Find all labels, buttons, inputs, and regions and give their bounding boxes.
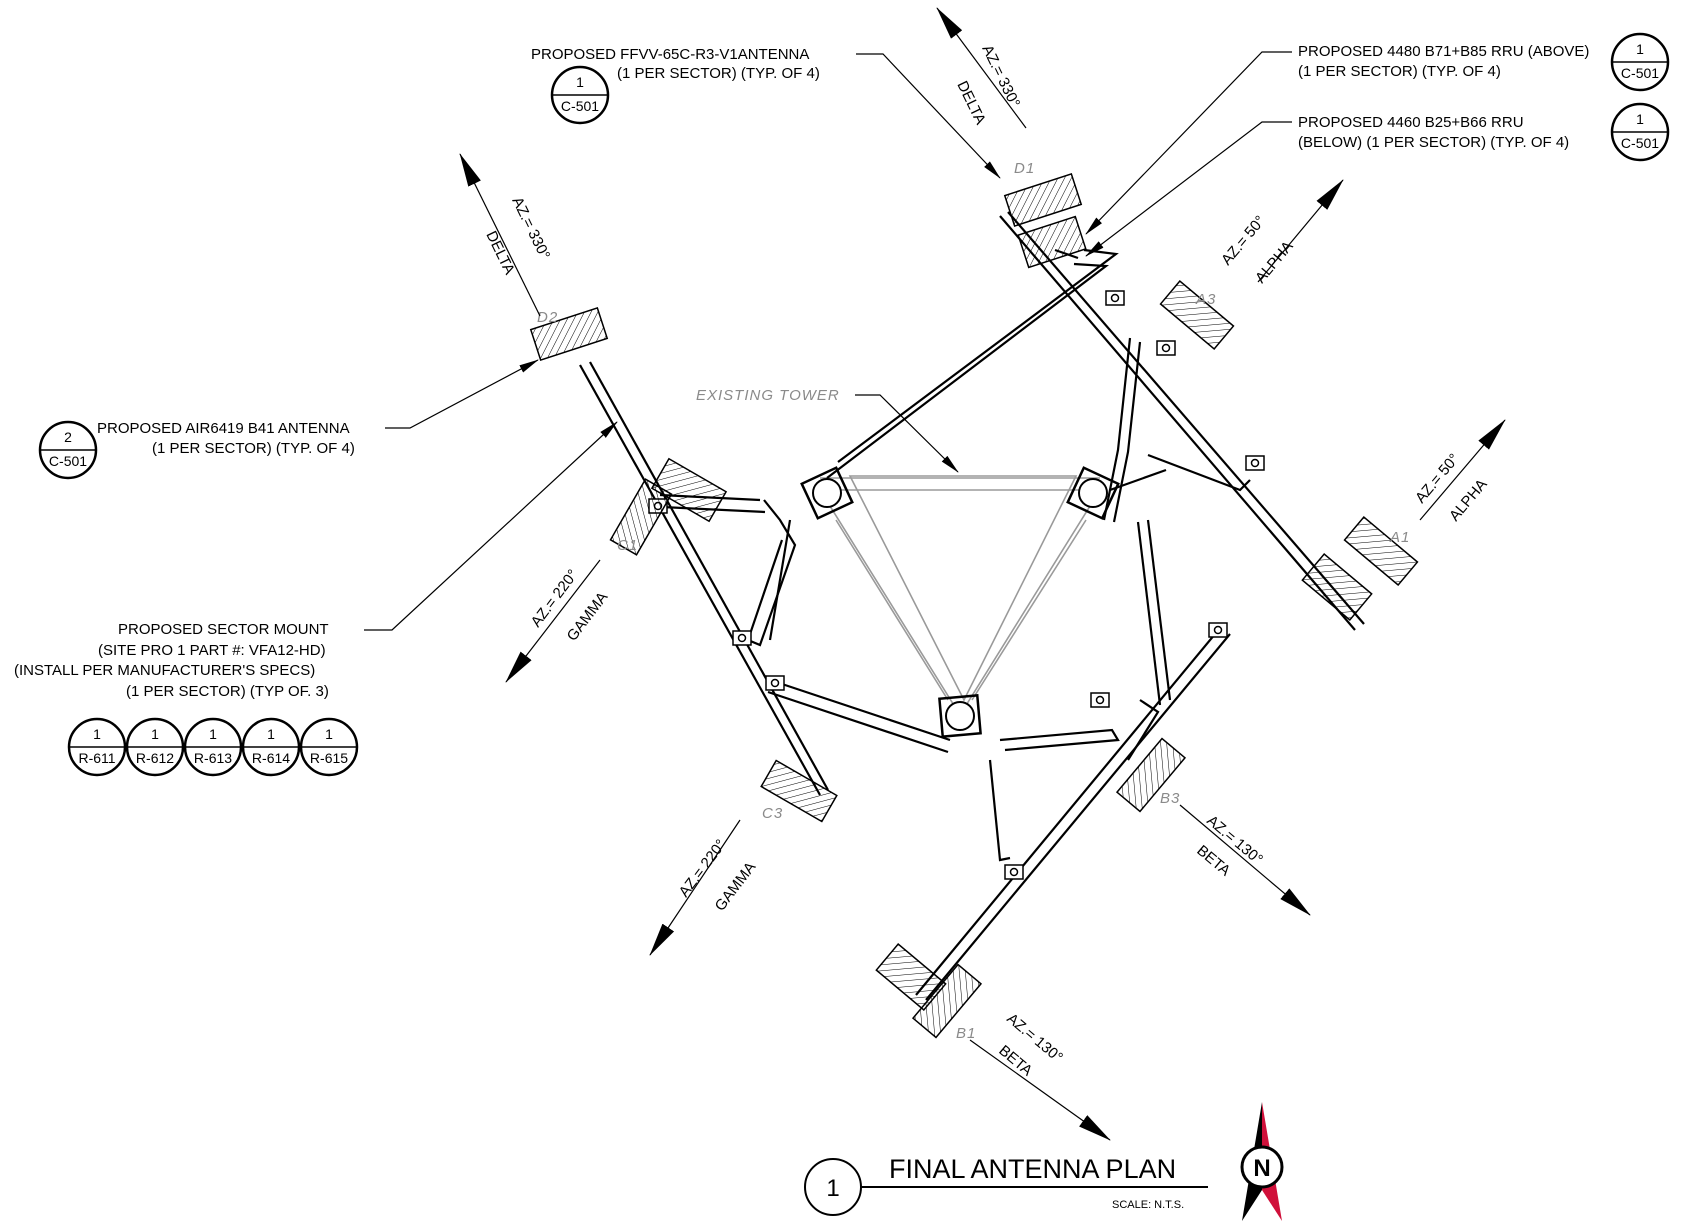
- r614-bottom: R-614: [252, 750, 290, 766]
- callout-air6419: PROPOSED AIR6419 B41 ANTENNA (1 PER SECT…: [38, 359, 539, 480]
- sector-beta-top: BETA: [1193, 842, 1233, 879]
- r615-bottom: R-615: [310, 750, 348, 766]
- callout-rru4460: PROPOSED 4460 B25+B66 RRU (BELOW) (1 PER…: [1085, 102, 1670, 257]
- azimuth-arrows: [459, 7, 1506, 1141]
- r612-bottom: R-612: [136, 750, 174, 766]
- rru4480-line2: (1 PER SECTOR) (TYP. OF 4): [1298, 63, 1501, 80]
- label-b1: B1: [956, 1025, 976, 1042]
- antenna-d2: [529, 307, 609, 361]
- air6419-ref-top: 2: [64, 429, 72, 445]
- r611-bottom: R-611: [78, 750, 115, 766]
- r613-bottom: R-613: [194, 750, 232, 766]
- ref-bubble-rru4460[interactable]: 1 C-501: [1610, 102, 1670, 162]
- label-a3: A3: [1195, 291, 1216, 308]
- air6419-line2: (1 PER SECTOR) (TYP. OF 4): [152, 440, 355, 457]
- sector-delta-left: DELTA: [482, 228, 517, 277]
- mount-line2: (SITE PRO 1 PART #: VFA12-HD): [98, 642, 326, 659]
- sector-gamma-bottom: GAMMA: [712, 859, 760, 914]
- az-delta-left: AZ.= 330°: [508, 194, 553, 262]
- air6419-line1: PROPOSED AIR6419 B41 ANTENNA: [97, 420, 350, 437]
- antenna-c1b: [650, 457, 728, 523]
- ffvv-line2: (1 PER SECTOR) (TYP. OF 4): [617, 65, 820, 82]
- ffvv-ref-bottom: C-501: [561, 98, 599, 114]
- rru4480-ref-bottom: C-501: [1621, 65, 1659, 81]
- callout-mount: PROPOSED SECTOR MOUNT (SITE PRO 1 PART #…: [14, 421, 618, 777]
- antenna-d1: [1003, 173, 1083, 227]
- antenna-a3: [1159, 279, 1235, 351]
- mount-line4: (1 PER SECTOR) (TYP OF. 3): [126, 683, 329, 700]
- mount-line1: PROPOSED SECTOR MOUNT: [118, 621, 329, 638]
- rru4460-line1: PROPOSED 4460 B25+B66 RRU: [1298, 114, 1524, 131]
- sector-alpha-top: ALPHA: [1252, 238, 1297, 287]
- label-a1: A1: [1389, 529, 1410, 546]
- title-block: 1 FINAL ANTENNA PLAN SCALE: N.T.S.: [804, 1154, 1208, 1216]
- ref-bubble-r611[interactable]: 1 R-611: [67, 717, 127, 777]
- callout-tower: EXISTING TOWER: [696, 387, 959, 473]
- rru-a1: [1301, 552, 1373, 622]
- label-d1: D1: [1014, 160, 1035, 177]
- north-label: N: [1253, 1155, 1270, 1182]
- ref-bubble-r614[interactable]: 1 R-614: [241, 717, 301, 777]
- antenna-c3: [760, 759, 838, 823]
- sector-delta-top: DELTA: [953, 78, 988, 127]
- callout-rru4480: PROPOSED 4480 B71+B85 RRU (ABOVE) (1 PER…: [1085, 32, 1670, 235]
- rru-b1: [875, 942, 947, 1012]
- rru-d1: [1017, 215, 1087, 269]
- rru4460-line2: (BELOW) (1 PER SECTOR) (TYP. OF 4): [1298, 134, 1569, 151]
- antennas: [529, 173, 1419, 1039]
- position-labels: D1 D2 A3 A1 C1 C3 B3 B1: [537, 160, 1410, 1042]
- callout-ffvv: PROPOSED FFVV-65C-R3-V1ANTENNA (1 PER SE…: [531, 46, 1001, 179]
- az-delta-top: AZ.= 330°: [978, 42, 1023, 110]
- ref-bubble-rru4480[interactable]: 1 C-501: [1610, 32, 1670, 92]
- scale-text: SCALE: N.T.S.: [1112, 1199, 1184, 1211]
- r615-top: 1: [325, 726, 333, 742]
- ref-bubble-r612[interactable]: 1 R-612: [125, 717, 185, 777]
- label-c1: C1: [617, 537, 638, 554]
- ref-bubble-r613[interactable]: 1 R-613: [183, 717, 243, 777]
- rru4480-ref-top: 1: [1636, 41, 1644, 57]
- ref-bubble-r615[interactable]: 1 R-615: [299, 717, 359, 777]
- ref-bubble-air6419[interactable]: 2 C-501: [38, 420, 98, 480]
- title-text: FINAL ANTENNA PLAN: [889, 1154, 1176, 1184]
- label-b3: B3: [1160, 790, 1180, 807]
- sector-alpha-right: ALPHA: [1446, 476, 1491, 525]
- azimuth-labels: AZ.= 330° DELTA AZ.= 330° DELTA AZ.= 50°…: [482, 42, 1490, 1079]
- r613-top: 1: [209, 726, 217, 742]
- rru4480-line1: PROPOSED 4480 B71+B85 RRU (ABOVE): [1298, 43, 1589, 60]
- label-c3: C3: [762, 805, 783, 822]
- ref-bubble-ffvv[interactable]: 1 C-501: [550, 65, 610, 125]
- antenna-b3: [1115, 737, 1187, 813]
- rru4460-ref-bottom: C-501: [1621, 135, 1659, 151]
- existing-tower: [800, 466, 1120, 738]
- sector-beta-bottom: BETA: [995, 1042, 1035, 1079]
- sector-mount-frame: [579, 211, 1365, 1001]
- air6419-ref-bottom: C-501: [49, 453, 87, 469]
- title-number: 1: [826, 1175, 839, 1202]
- r612-top: 1: [151, 726, 159, 742]
- rru4460-ref-top: 1: [1636, 111, 1644, 127]
- r611-top: 1: [93, 726, 101, 742]
- north-arrow: N: [1240, 1102, 1284, 1221]
- r614-top: 1: [267, 726, 275, 742]
- label-d2: D2: [537, 309, 558, 326]
- mount-ref-bubbles: 1 R-611 1 R-612 1 R-613 1 R-614: [67, 717, 359, 777]
- antenna-a1: [1343, 515, 1419, 587]
- ffvv-ref-top: 1: [576, 74, 584, 90]
- tower-label: EXISTING TOWER: [696, 387, 840, 404]
- mount-line3: (INSTALL PER MANUFACTURER'S SPECS): [14, 662, 315, 679]
- ffvv-line1: PROPOSED FFVV-65C-R3-V1ANTENNA: [531, 46, 809, 63]
- az-alpha-top: AZ.= 50°: [1218, 212, 1269, 268]
